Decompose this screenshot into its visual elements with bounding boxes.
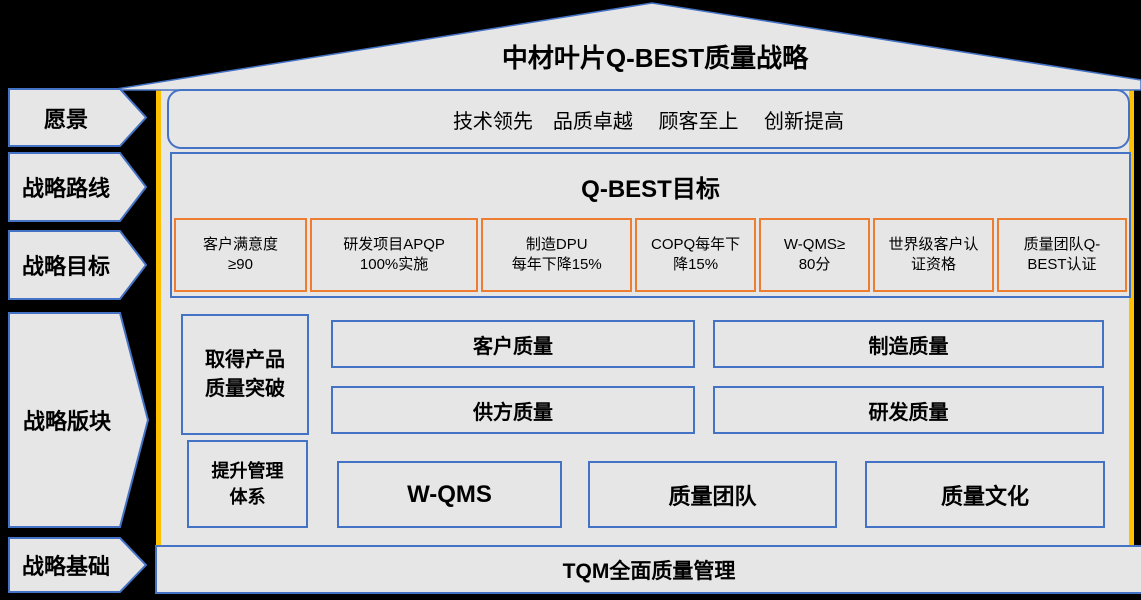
- label-arrow-strategy-goals: 战略目标: [8, 230, 148, 300]
- goal-box-apqp: 研发项目APQP 100%实施: [310, 218, 479, 292]
- arrow-label: 愿景: [43, 106, 88, 132]
- block-quality-culture: 质量文化: [865, 461, 1105, 528]
- qbest-section-title: Q-BEST目标: [581, 175, 720, 203]
- goal-box-customer-satisfaction: 客户满意度 ≥90: [174, 218, 308, 292]
- arrow-shape: [8, 312, 150, 528]
- block-supplier-quality: 供方质量: [331, 386, 695, 434]
- goal-box-dpu: 制造DPU 每年下降15%: [481, 218, 633, 292]
- qbest-goals-row: 客户满意度 ≥90 研发项目APQP 100%实施 制造DPU 每年下降15% …: [174, 218, 1128, 292]
- block-manufacturing-quality: 制造质量: [713, 320, 1104, 368]
- label-arrow-strategy-foundation: 战略基础: [8, 537, 148, 593]
- arrow-shape: [8, 152, 148, 222]
- arrow-label: 战略路线: [21, 176, 110, 201]
- block-customer-quality: 客户质量: [331, 320, 695, 368]
- label-arrow-vision: 愿景: [8, 88, 148, 147]
- strategy-house-body: [156, 86, 1134, 545]
- arrow-shape: [8, 88, 148, 147]
- goal-box-copq: COPQ每年下 降15%: [635, 218, 756, 292]
- diagram-title: 中材叶片Q-BEST质量战略: [501, 43, 809, 73]
- block-quality-team: 质量团队: [588, 461, 837, 528]
- block-product-quality-breakthrough: 取得产品 质量突破: [181, 314, 309, 435]
- vision-banner: 技术领先 品质卓越 顾客至上 创新提高: [167, 89, 1130, 149]
- tqm-foundation-bar: TQM全面质量管理: [155, 545, 1141, 594]
- block-rd-quality: 研发质量: [713, 386, 1104, 434]
- arrow-shape: [8, 230, 148, 300]
- goal-box-world-class-cert: 世界级客户认 证资格: [873, 218, 994, 292]
- label-arrow-strategy-route: 战略路线: [8, 152, 148, 222]
- goal-box-team-cert: 质量团队Q- BEST认证: [996, 218, 1128, 292]
- goal-box-wqms-score: W-QMS≥ 80分: [758, 218, 871, 292]
- arrow-label: 战略基础: [21, 554, 110, 579]
- qbest-goals-section: Q-BEST目标 客户满意度 ≥90 研发项目APQP 100%实施 制造DPU…: [170, 152, 1131, 298]
- arrow-label: 战略目标: [21, 254, 110, 279]
- block-management-system: 提升管理 体系: [187, 440, 308, 528]
- block-wqms: W-QMS: [337, 461, 562, 528]
- label-arrow-strategy-blocks: 战略版块: [8, 312, 150, 528]
- arrow-label: 战略版块: [22, 409, 111, 434]
- arrow-shape: [8, 537, 148, 593]
